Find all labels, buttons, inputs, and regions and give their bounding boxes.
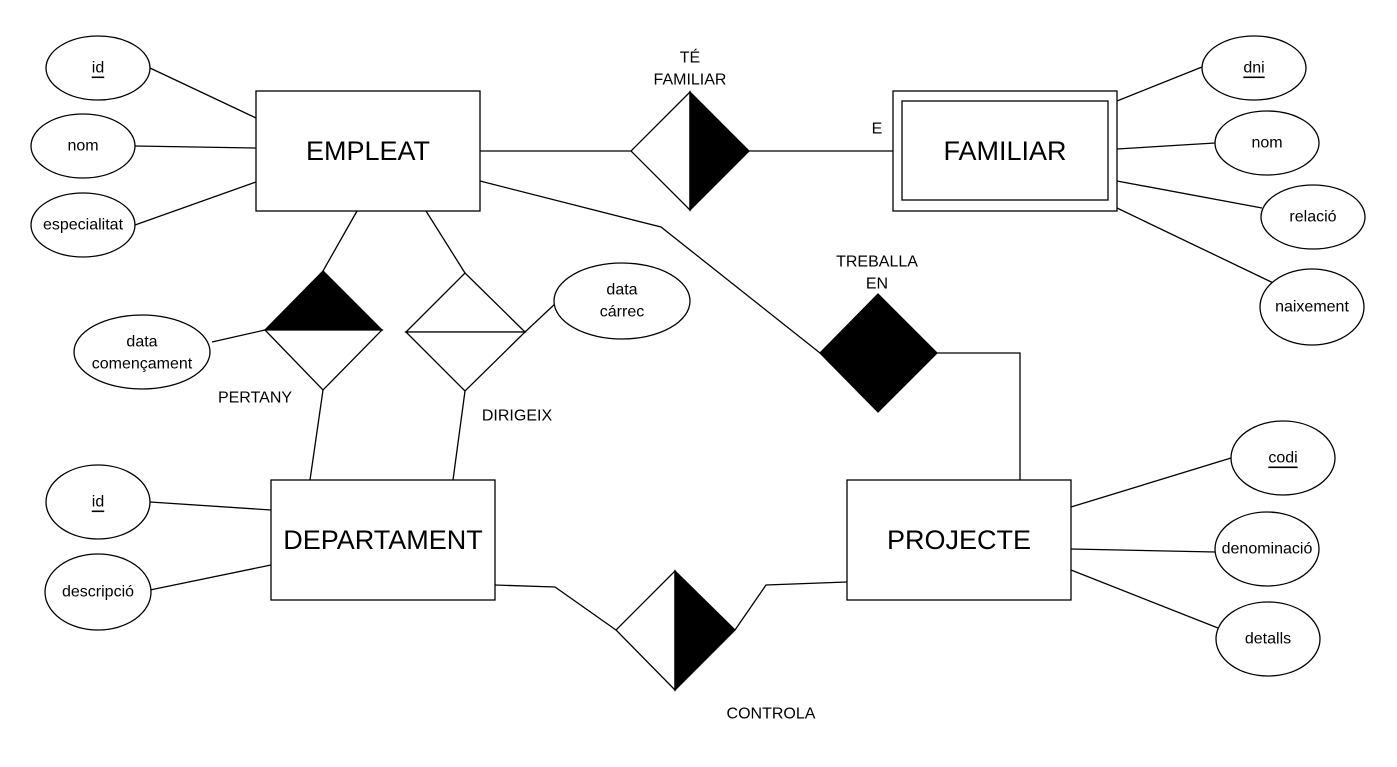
relationship-pertany-label: PERTANY [218,390,292,407]
attribute-empleat-nom[interactable]: nom [30,113,136,179]
entity-familiar[interactable]: FAMILIAR [892,90,1118,212]
attribute-familiar-naixement[interactable]: naixement [1259,268,1365,346]
entity-familiar-label: FAMILIAR [943,136,1066,166]
link-familiar-relacio [1116,180,1263,209]
link-familiar-naixement [1116,207,1289,291]
attribute-label: denominació [1222,541,1313,558]
attribute-label: naixement [1275,299,1349,316]
relationship-te-familiar-diamond[interactable] [630,90,750,212]
link-departament-descripcio [149,564,272,591]
relationship-dirigeix-label: DIRIGEIX [482,408,553,425]
attribute-label-line1: data [606,282,637,299]
link-empleat-nom [134,145,257,149]
link-dirigeix-departament [452,390,466,481]
familiar-marker-label: E [872,121,883,138]
entity-empleat-label: EMPLEAT [306,136,430,166]
attribute-familiar-dni[interactable]: dni [1201,35,1307,101]
attribute-label: id [92,60,104,77]
entity-departament[interactable]: DEPARTAMENT [270,479,496,601]
link-familiar-nom [1116,142,1216,150]
link-controla-projecte [734,581,848,631]
link-projecte-detalls [1070,569,1219,629]
link-pertany-data [211,329,266,343]
relationship-treballa-en-diamond[interactable] [819,293,938,413]
relationship-controla-label: CONTROLA [727,706,816,723]
relationship-controla-diamond[interactable] [615,569,736,692]
attribute-label: relació [1289,209,1336,226]
attribute-label: nom [1251,135,1282,152]
attribute-label-line1: data [126,334,157,351]
relationship-treballa-en-label-line1: TREBALLA [836,254,918,271]
link-empleat-pertany [322,210,358,272]
link-treballa-en-projecte [937,352,1021,494]
attribute-label: nom [67,138,98,155]
connectors [134,66,1289,631]
attribute-dirigeix-data-carrec[interactable]: data cárrec [553,262,691,340]
link-empleat-dirigeix [425,210,466,274]
attribute-label: detalls [1245,631,1291,648]
attribute-pertany-data-comencament[interactable]: data començament [73,314,211,390]
link-pertany-departament [309,389,324,481]
attribute-familiar-relacio[interactable]: relació [1260,184,1366,250]
attribute-projecte-denominacio[interactable]: denominació [1214,511,1320,587]
link-empleat-especialitat [134,181,257,226]
attribute-departament-id[interactable]: id [45,464,151,540]
attribute-projecte-codi[interactable]: codi [1230,420,1336,496]
attribute-departament-descripcio[interactable]: descripció [44,553,152,631]
entity-departament-label: DEPARTAMENT [283,525,483,555]
attribute-familiar-nom[interactable]: nom [1214,110,1320,176]
attribute-empleat-especialitat[interactable]: especialitat [30,192,136,258]
link-departament-id [149,501,272,511]
relationship-te-familiar-label-line1: TÉ [680,48,700,67]
link-empleat-id [149,67,257,119]
attribute-label: dni [1243,60,1264,77]
link-projecte-denominacio [1070,548,1216,553]
attribute-label-line2: començament [92,356,193,373]
attribute-projecte-detalls[interactable]: detalls [1215,601,1321,677]
entity-empleat[interactable]: EMPLEAT [255,90,481,212]
relationship-pertany-diamond[interactable] [263,270,384,391]
relationship-dirigeix-diamond[interactable] [404,272,527,392]
entity-projecte[interactable]: PROJECTE [846,479,1072,601]
attribute-label: especialitat [43,217,124,234]
attribute-empleat-id[interactable]: id [45,35,151,101]
link-departament-controla [494,584,617,631]
attribute-label: codi [1268,450,1297,467]
attribute-label-line2: cárrec [600,304,644,321]
relationship-treballa-en-label-line2: EN [866,276,888,293]
link-projecte-codi [1070,457,1232,508]
link-empleat-treballa-en [479,180,821,354]
attribute-label: descripció [62,584,134,601]
entity-projecte-label: PROJECTE [887,525,1031,555]
link-familiar-dni [1116,66,1203,102]
attribute-label: id [92,494,104,511]
link-dirigeix-data [524,301,558,333]
relationship-te-familiar-label-line2: FAMILIAR [654,72,727,89]
